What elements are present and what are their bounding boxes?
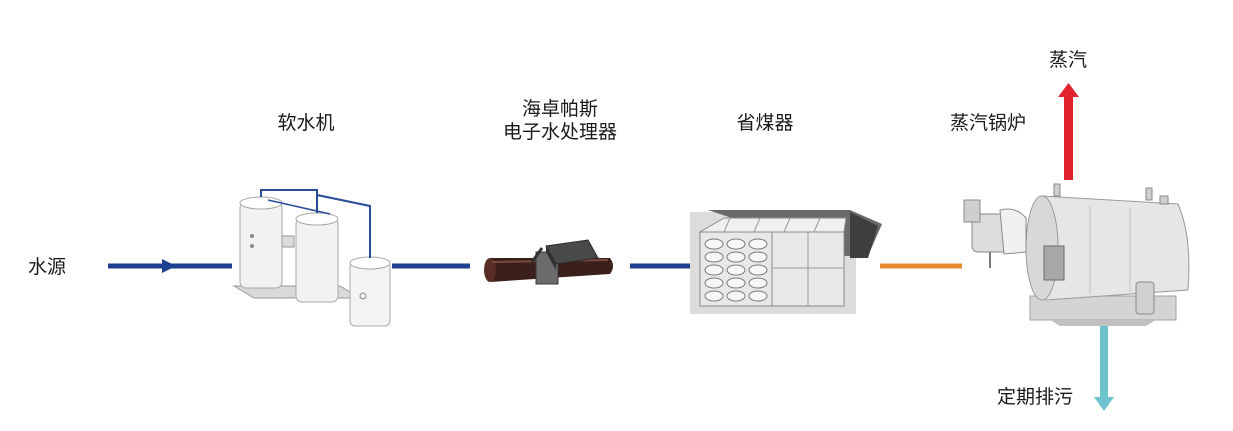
label-processor-line1: 海卓帕斯 <box>521 98 599 120</box>
electronic-water-processor-icon <box>484 239 613 285</box>
label-processor-line2: 电子水处理器 <box>502 121 618 143</box>
blowdown-arrow-icon <box>1094 326 1114 411</box>
label-softener: 软水机 <box>277 112 335 134</box>
pipes <box>108 259 962 273</box>
steam-boiler-icon <box>963 183 1190 326</box>
label-water-source: 水源 <box>28 256 67 278</box>
economizer-icon <box>690 210 882 314</box>
label-boiler: 蒸汽锅炉 <box>949 112 1027 134</box>
label-steam: 蒸汽 <box>1048 49 1088 71</box>
label-economizer: 省煤器 <box>736 112 794 134</box>
label-blowdown: 定期排污 <box>996 386 1074 408</box>
flow-arrow-icon <box>162 259 176 273</box>
water-softener-icon <box>232 189 391 327</box>
steam-arrow-icon <box>1058 83 1079 180</box>
